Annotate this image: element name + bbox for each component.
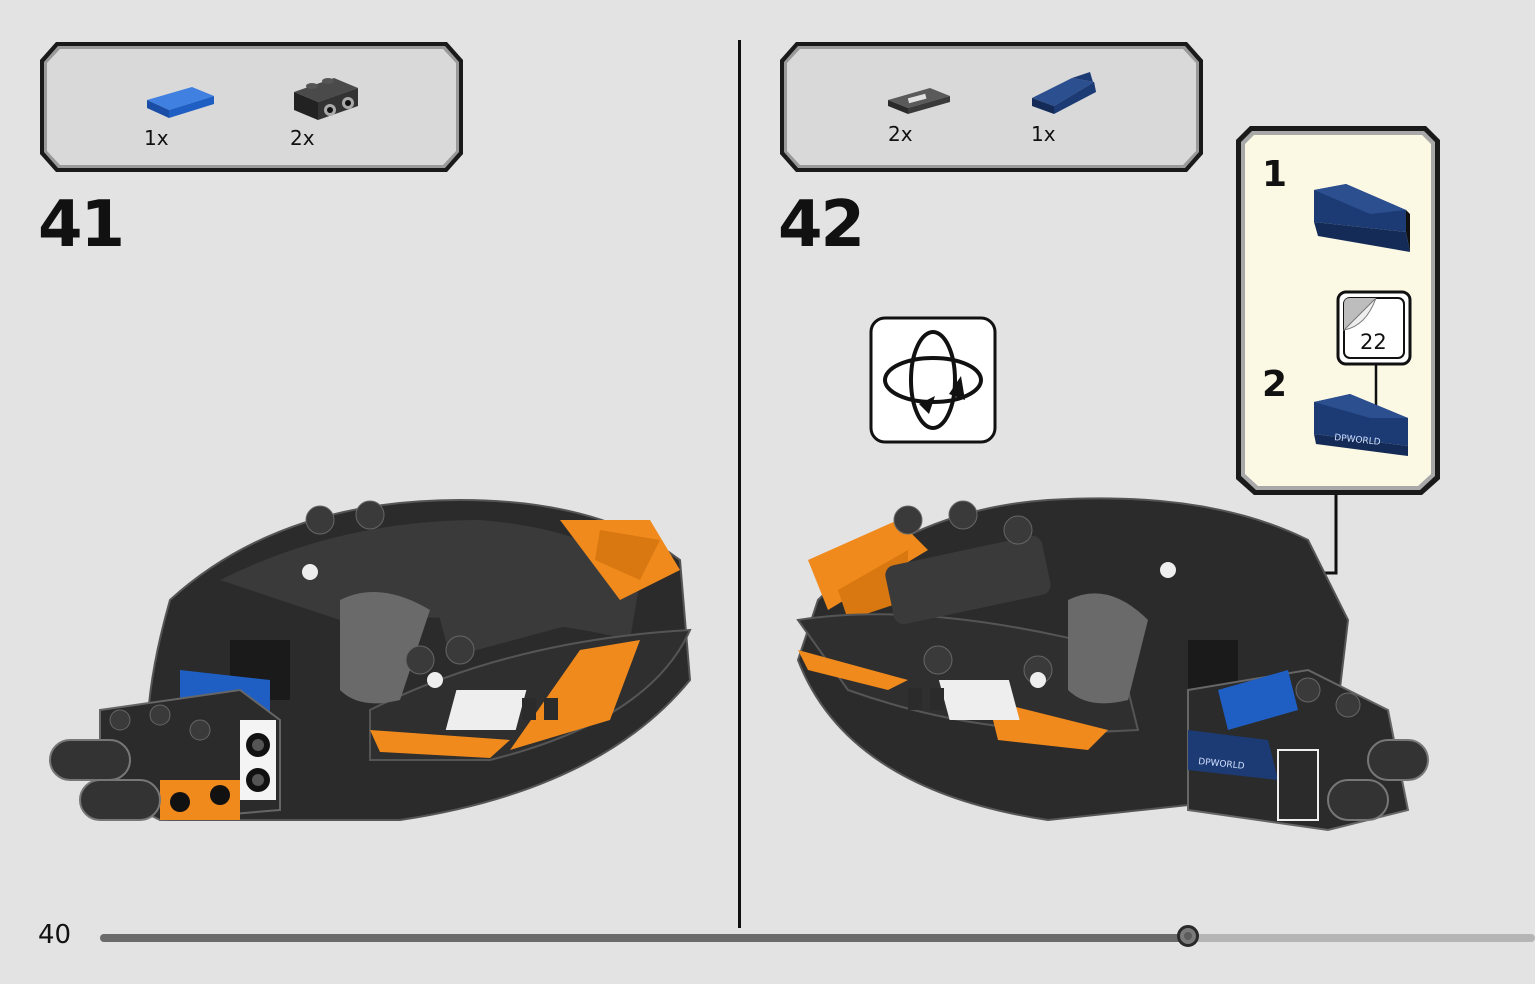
page-number: 40 (38, 920, 72, 950)
part-qty: 1x (144, 126, 169, 150)
callout-step-1: 1 (1262, 154, 1288, 195)
progress-fill (100, 934, 1188, 942)
part-qty: 2x (290, 126, 315, 150)
front-axle (49, 688, 281, 822)
front-axle: DPWORLD (1187, 668, 1429, 832)
parts-box-frame (40, 42, 463, 172)
page-divider (738, 40, 741, 928)
sticker-number: 22 (1360, 330, 1387, 354)
step-number: 42 (778, 188, 865, 262)
dark-blue-slope-icon (1314, 184, 1410, 252)
progress-knob (1176, 925, 1199, 947)
model-step-41 (49, 498, 692, 822)
stickered-slope-icon: DPWORLD (1314, 394, 1408, 456)
model-step-42: DPWORLD (796, 497, 1429, 832)
dark-blue-slope-icon (1032, 72, 1096, 114)
sticker-icon (1336, 290, 1412, 366)
callout-step-2: 2 (1262, 364, 1288, 405)
dark-gray-plate-icon (888, 88, 950, 114)
parts-box-step-41: 1x 2x (38, 40, 465, 174)
step-number: 41 (38, 188, 125, 262)
sub-assembly-callout: 1 22 2 DPWORLD (1234, 124, 1442, 497)
blue-tile-icon (147, 87, 214, 118)
part-qty: 2x (888, 122, 913, 146)
progress-bar (100, 925, 1535, 947)
part-qty: 1x (1031, 122, 1056, 146)
svg-text:DPWORLD: DPWORLD (1198, 757, 1245, 772)
car-body (49, 498, 692, 822)
svg-text:DPWORLD: DPWORLD (1334, 433, 1381, 448)
black-bracket-icon (294, 78, 358, 120)
rotate-model-icon (869, 316, 997, 444)
car-body: DPWORLD (796, 497, 1429, 832)
parts-box-frame (780, 42, 1203, 172)
parts-box-step-42: 2x 1x (778, 40, 1205, 174)
